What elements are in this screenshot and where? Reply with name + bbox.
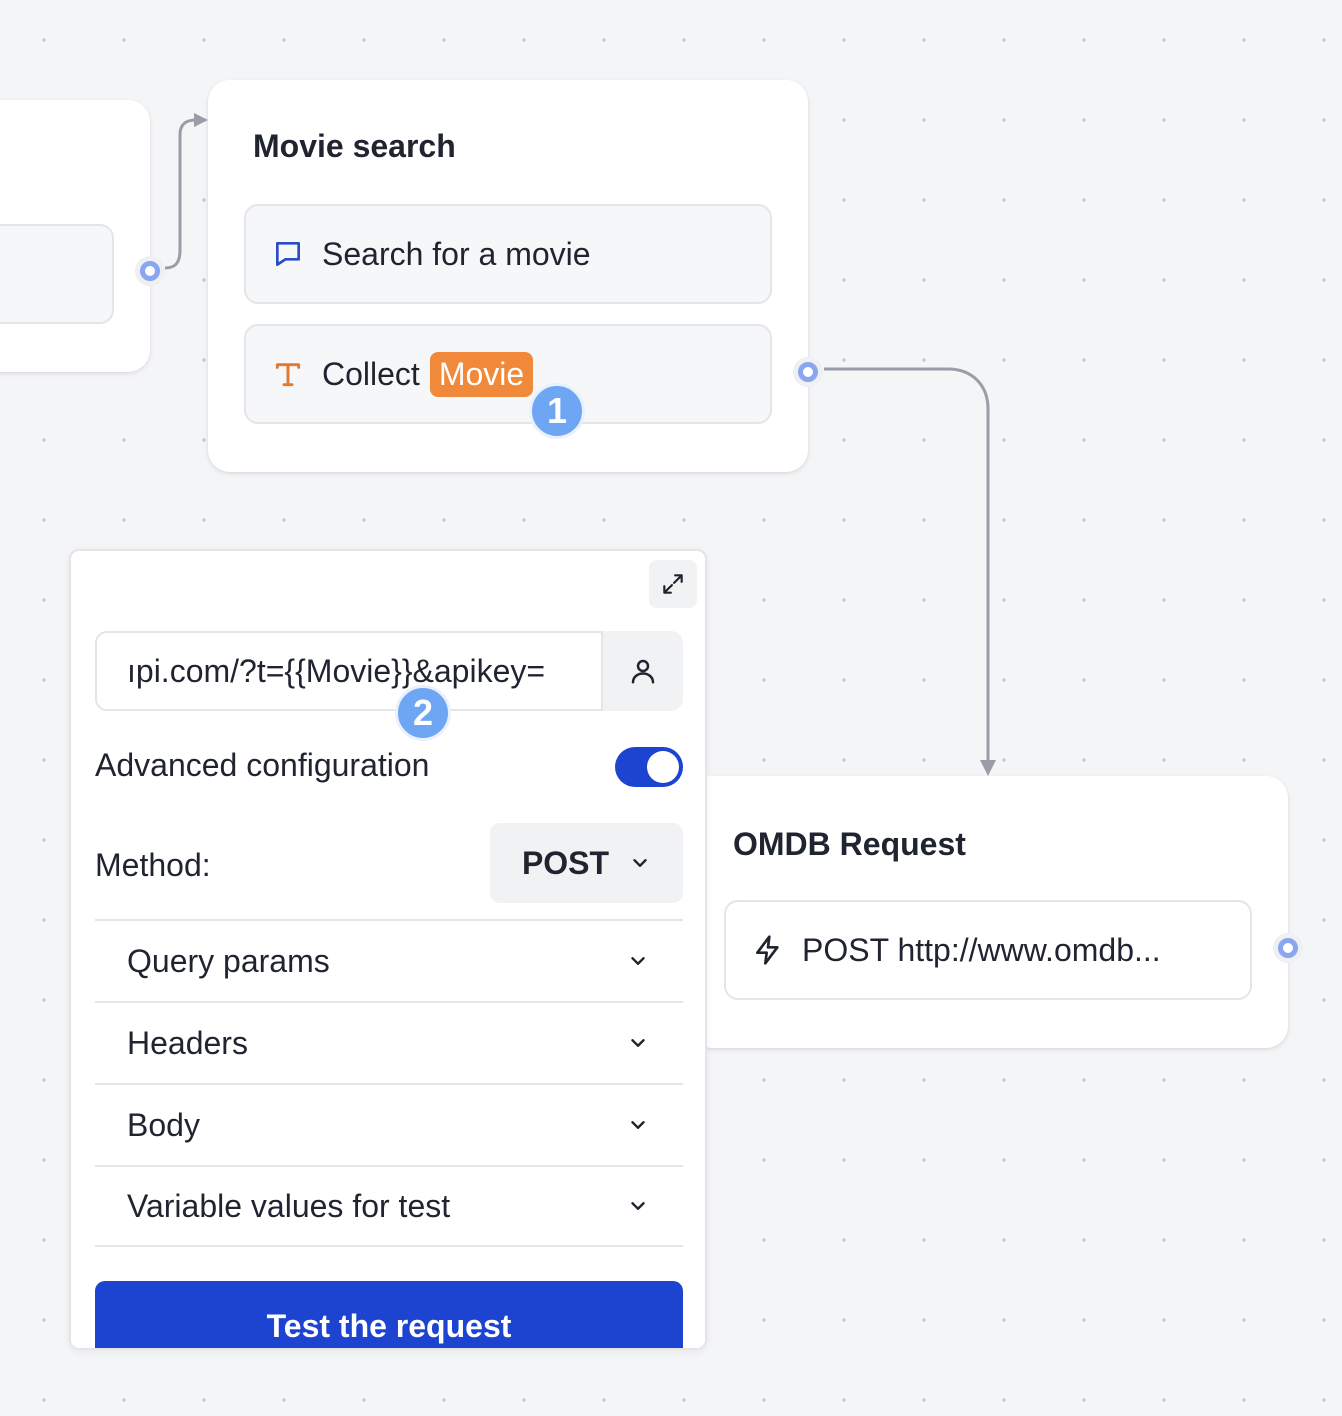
expand-icon [660, 571, 686, 597]
edge-previous-to-movie-search [164, 118, 198, 270]
text-input-block[interactable]: Collect Movie [244, 324, 772, 424]
step-badge-1: 1 [529, 383, 585, 439]
chevron-down-icon [627, 950, 649, 972]
webhook-settings-panel: Advanced configuration Method: POST Quer… [69, 549, 707, 1350]
previous-node-block[interactable] [0, 224, 114, 324]
method-value: POST [521, 844, 610, 881]
node-title: OMDB Request [733, 826, 966, 862]
movie-search-node[interactable]: Movie search Search for a movie Collect … [208, 80, 808, 472]
url-input[interactable] [95, 631, 603, 711]
chevron-down-icon [627, 1195, 649, 1217]
method-select[interactable]: POST [490, 823, 683, 903]
edge-movie-to-omdb [824, 367, 990, 762]
variables-button[interactable] [603, 631, 683, 711]
edge-arrow-omdb [980, 760, 996, 776]
block-label: Search for a movie [322, 235, 591, 272]
advanced-configuration-toggle[interactable] [615, 747, 683, 787]
text-input-icon [272, 358, 304, 390]
lightning-icon [752, 934, 784, 966]
webhook-block[interactable]: POST http://www.omdb... [724, 900, 1252, 1000]
chevron-down-icon [629, 852, 651, 874]
method-label: Method: [95, 847, 211, 883]
text-bubble-block[interactable]: Search for a movie [244, 204, 772, 304]
omdb-request-node[interactable]: OMDB Request POST http://www.omdb... [690, 776, 1288, 1048]
accordion-body[interactable]: Body [95, 1083, 683, 1165]
previous-node-output-port[interactable] [135, 256, 165, 286]
accordion-headers[interactable]: Headers [95, 1001, 683, 1083]
chevron-down-icon [627, 1032, 649, 1054]
accordion-query-params[interactable]: Query params [95, 919, 683, 1001]
block-label: Collect [322, 355, 420, 392]
test-request-button[interactable]: Test the request [95, 1281, 683, 1348]
edge-arrow-movie-search [194, 113, 208, 127]
accordion-label: Variable values for test [127, 1187, 451, 1224]
accordion-label: Query params [127, 942, 330, 979]
movie-search-output-port[interactable] [793, 357, 823, 387]
step-badge-2: 2 [395, 685, 451, 741]
advanced-configuration-label: Advanced configuration [95, 747, 430, 783]
expand-button[interactable] [649, 560, 697, 608]
previous-node[interactable] [0, 100, 150, 372]
accordion-label: Body [127, 1106, 200, 1143]
block-label: POST http://www.omdb... [802, 931, 1161, 968]
accordion-variable-values-for-test[interactable]: Variable values for test [95, 1165, 683, 1247]
omdb-request-output-port[interactable] [1273, 933, 1303, 963]
user-icon [628, 656, 658, 686]
variable-tag: Movie [429, 351, 534, 397]
node-title: Movie search [253, 128, 456, 164]
chat-bubble-icon [272, 238, 304, 270]
chevron-down-icon [627, 1114, 649, 1136]
accordion-label: Headers [127, 1024, 248, 1061]
